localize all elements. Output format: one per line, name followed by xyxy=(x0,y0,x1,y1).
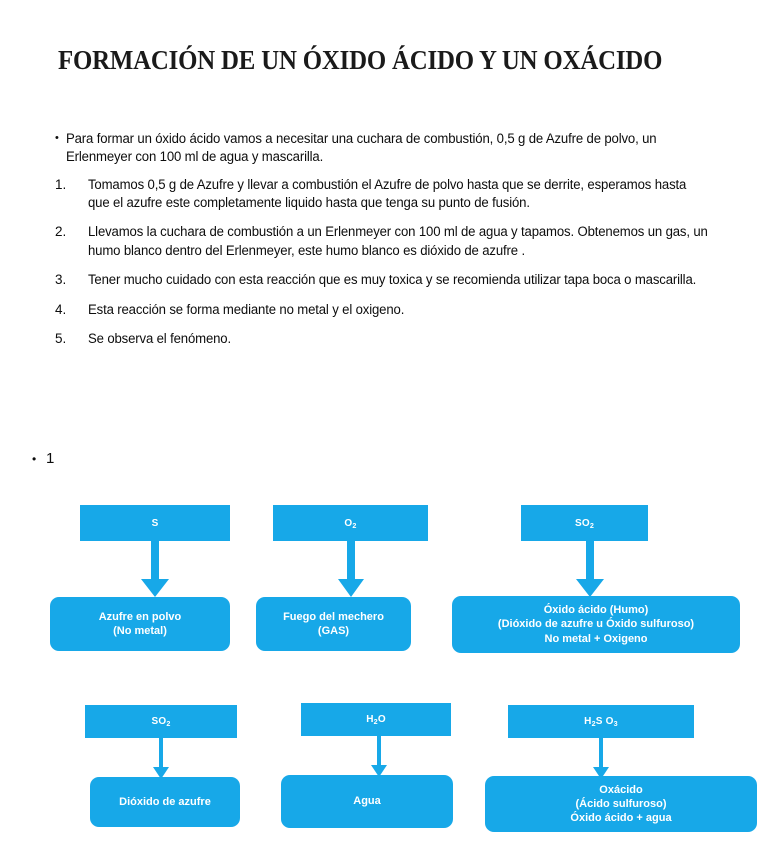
node-label-line: Óxido ácido + agua xyxy=(570,812,672,825)
arrow-row2-col2 xyxy=(366,736,392,778)
list-item-text: Tomamos 0,5 g de Azufre y llevar a combu… xyxy=(88,176,687,211)
arrow-row1-col1 xyxy=(136,541,174,598)
node-row2-col3-top[interactable]: H2S O3 xyxy=(508,705,694,738)
list-item-text: Esta reacción se forma mediante no metal… xyxy=(88,301,405,317)
list-item-text: Llevamos la cuchara de combustión a un E… xyxy=(88,224,708,258)
node-row1-col1-top[interactable]: S xyxy=(80,505,230,541)
bullet-marker: • xyxy=(32,452,37,466)
section-bullet: • 1 xyxy=(32,450,54,467)
list-item: 4. Esta reacción se forma mediante no me… xyxy=(55,301,727,319)
number-marker: 1. xyxy=(55,176,67,192)
node-row1-col3-bottom[interactable]: Óxido ácido (Humo) (Dióxido de azufre u … xyxy=(452,596,740,653)
arrow-row1-col2 xyxy=(333,541,369,598)
content-list: • Para formar un óxido ácido vamos a nec… xyxy=(55,130,727,359)
list-item-text: Se observa el fenómeno. xyxy=(88,330,231,346)
node-row2-col2-bottom[interactable]: Agua xyxy=(281,775,453,828)
node-label-line: Dióxido de azufre xyxy=(119,795,211,808)
arrow-row2-col1 xyxy=(148,738,174,780)
list-item: • Para formar un óxido ácido vamos a nec… xyxy=(55,130,727,167)
node-label-line: (Ácido sulfuroso) xyxy=(575,797,667,810)
list-item-text: Para formar un óxido ácido vamos a neces… xyxy=(66,131,657,165)
node-label-line: Oxácido xyxy=(599,783,643,796)
arrow-row2-col3 xyxy=(588,738,614,780)
node-label: H2O xyxy=(366,714,386,726)
node-label-line: Agua xyxy=(353,795,381,808)
section-bullet-label: 1 xyxy=(46,450,55,467)
number-marker: 2. xyxy=(55,224,67,240)
number-marker: 5. xyxy=(55,330,67,346)
list-item: 1. Tomamos 0,5 g de Azufre y llevar a co… xyxy=(55,176,727,213)
node-label: S xyxy=(151,517,159,529)
list-item: 3. Tener mucho cuidado con esta reacción… xyxy=(55,271,727,289)
node-label-line: (Dióxido de azufre u Óxido sulfuroso) xyxy=(497,618,695,631)
number-marker: 3. xyxy=(55,272,67,288)
node-label: SO2 xyxy=(151,716,171,728)
node-row1-col2-top[interactable]: O2 xyxy=(273,505,428,541)
node-row2-col2-top[interactable]: H2O xyxy=(301,703,451,736)
node-label: SO2 xyxy=(574,517,595,530)
node-row1-col3-top[interactable]: SO2 xyxy=(521,505,648,541)
page-title: FORMACIÓN DE UN ÓXIDO ÁCIDO Y UN OXÁCIDO xyxy=(58,45,663,76)
node-label-line: (GAS) xyxy=(317,625,350,637)
node-row1-col1-bottom[interactable]: Azufre en polvo (No metal) xyxy=(50,597,230,651)
node-row2-col3-bottom[interactable]: Oxácido (Ácido sulfuroso) Óxido ácido + … xyxy=(485,776,757,832)
list-item: 2. Llevamos la cuchara de combustión a u… xyxy=(55,223,727,260)
node-row2-col1-top[interactable]: SO2 xyxy=(85,705,237,738)
node-label-line: (No metal) xyxy=(113,625,167,637)
arrow-row1-col3 xyxy=(571,541,609,598)
list-item: 5. Se observa el fenómeno. xyxy=(55,330,727,348)
bullet-marker: • xyxy=(55,132,59,144)
node-label-line: No metal + Oxigeno xyxy=(544,632,648,645)
node-label-line: Óxido ácido (Humo) xyxy=(543,604,649,617)
number-marker: 4. xyxy=(55,301,67,317)
node-label-line: Fuego del mechero xyxy=(283,610,384,623)
node-label: O2 xyxy=(344,517,357,530)
node-label-line: Azufre en polvo xyxy=(98,610,182,623)
node-row2-col1-bottom[interactable]: Dióxido de azufre xyxy=(90,777,240,827)
list-item-text: Tener mucho cuidado con esta reacción qu… xyxy=(88,272,697,288)
node-label: H2S O3 xyxy=(584,716,618,728)
node-row1-col2-bottom[interactable]: Fuego del mechero (GAS) xyxy=(256,597,411,651)
